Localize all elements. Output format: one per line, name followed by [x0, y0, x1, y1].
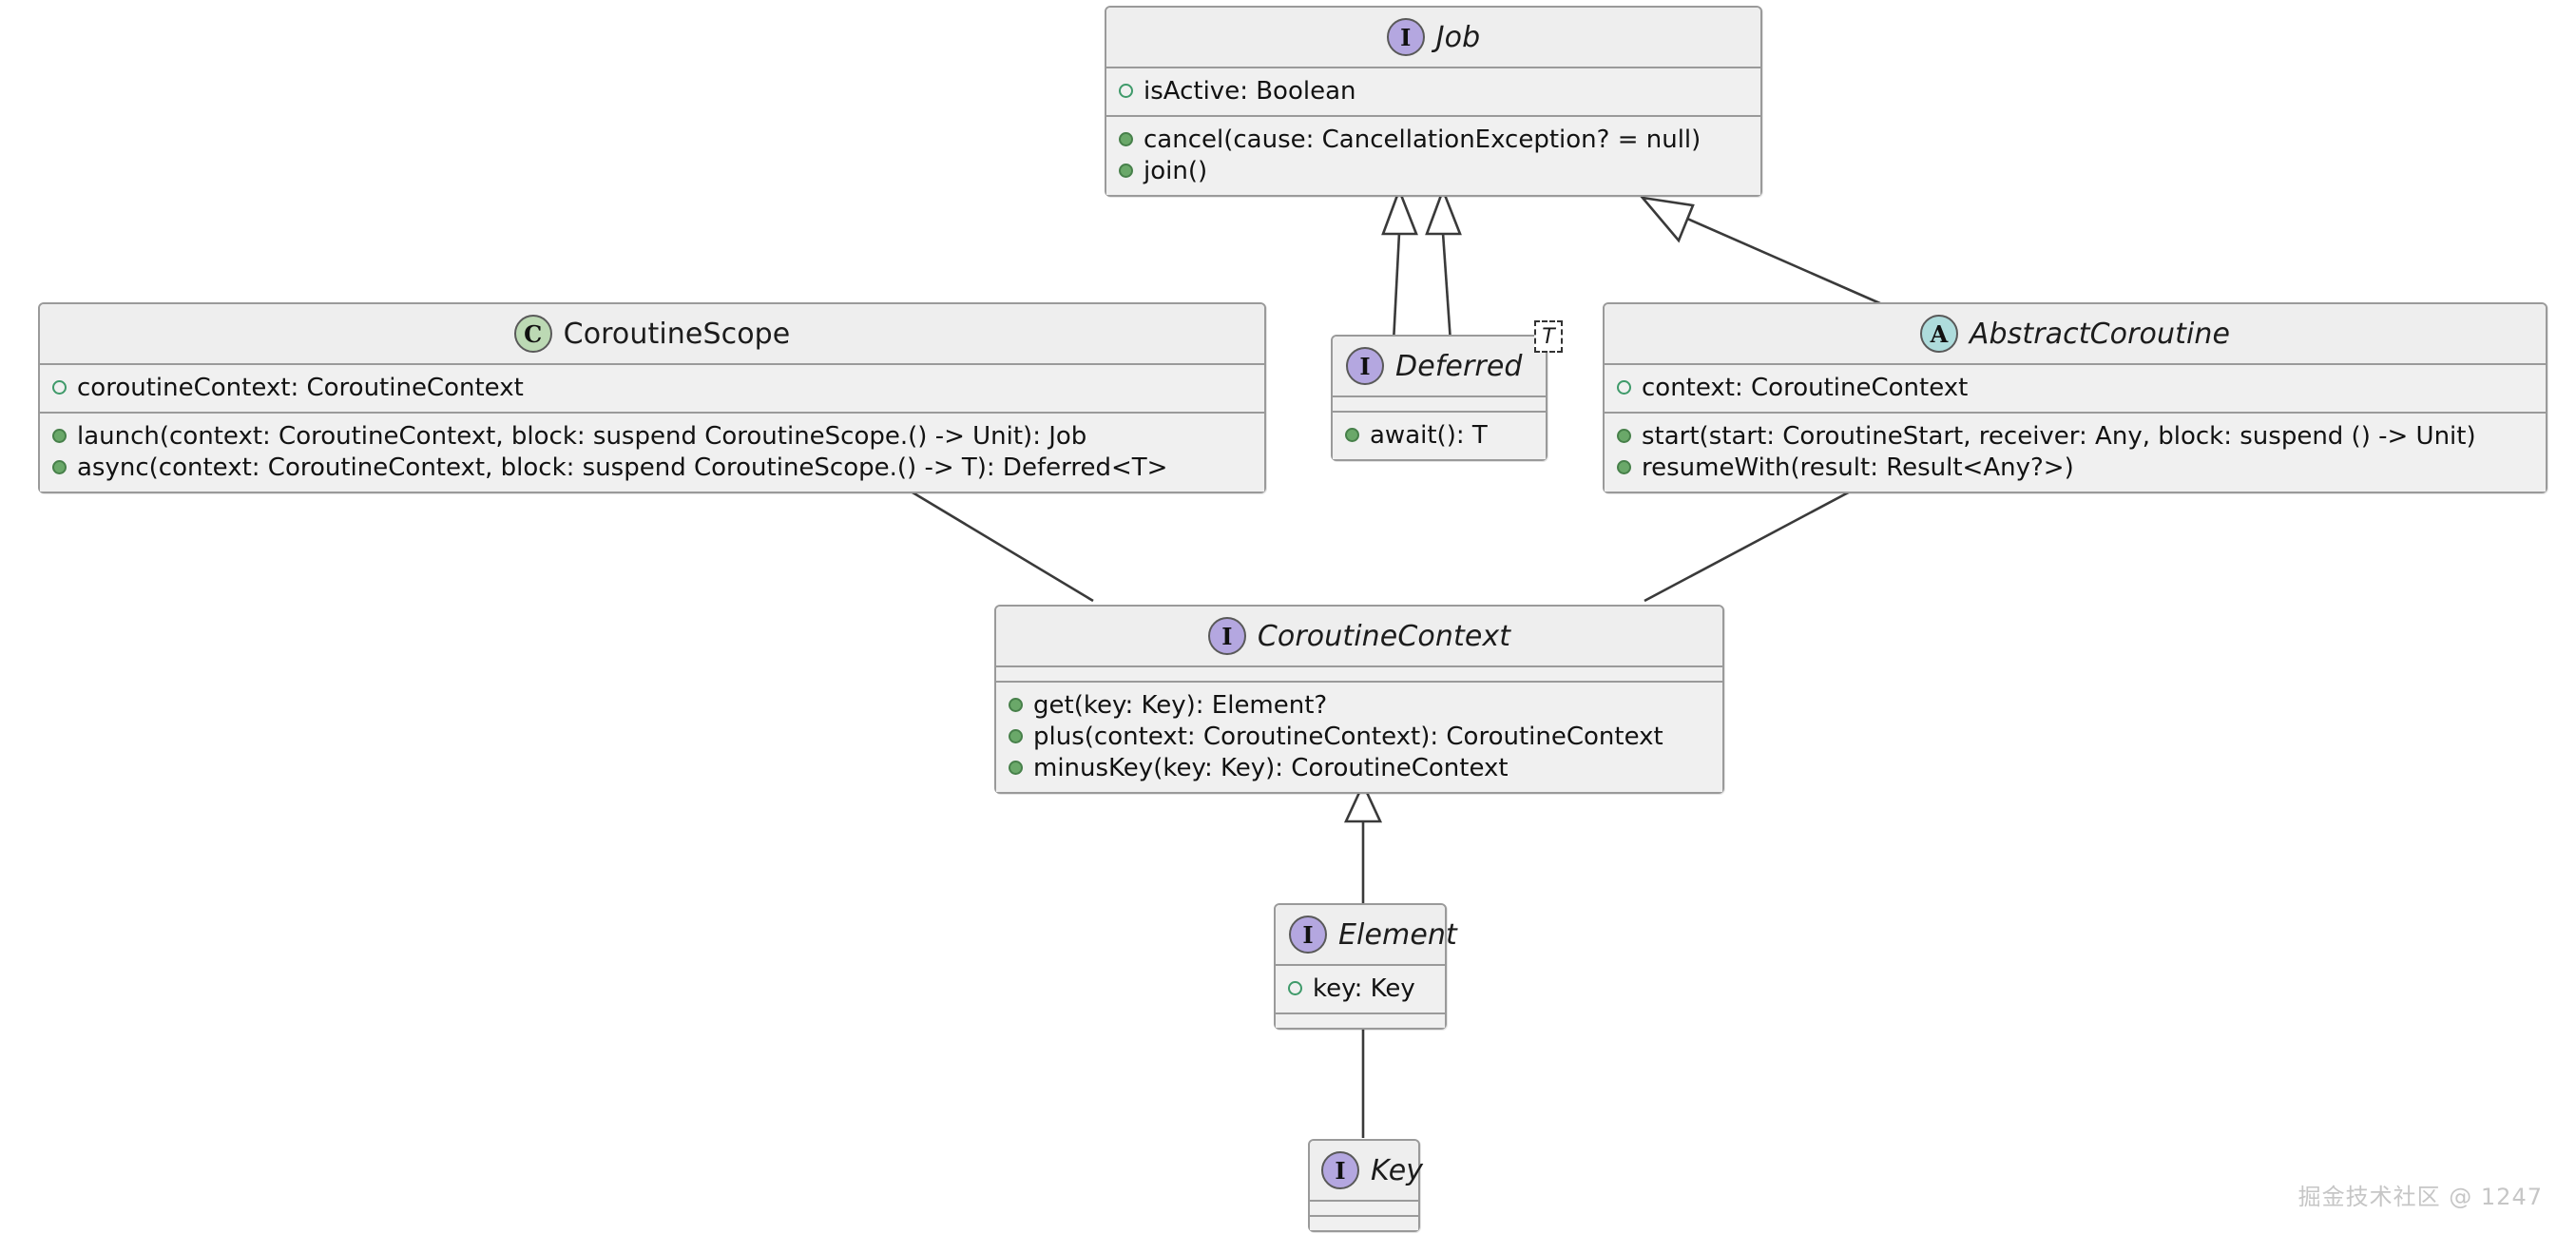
method-marker-icon [52, 460, 67, 474]
field-text: key: Key [1313, 974, 1415, 1003]
method-row: start(start: CoroutineStart, receiver: A… [1605, 420, 2546, 452]
arrowhead-abstractcoroutine-job [1639, 196, 1695, 243]
method-text: minusKey(key: Key): CoroutineContext [1033, 753, 1509, 782]
class-icon: C [513, 315, 552, 353]
class-box-coroutinecontext[interactable]: I CoroutineContext get(key: Key): Elemen… [994, 605, 1724, 794]
watermark: 掘金技术社区 @ 1247 [2297, 1184, 2543, 1210]
link-deferred-job-b [1441, 232, 1452, 343]
fields-compartment-key [1310, 1200, 1418, 1215]
method-text: launch(context: CoroutineContext, block:… [77, 421, 1087, 451]
method-text: await(): T [1370, 420, 1488, 450]
method-marker-icon [1617, 429, 1631, 443]
method-row: plus(context: CoroutineContext): Corouti… [996, 721, 1722, 752]
method-marker-icon [1119, 132, 1133, 146]
fields-compartment-element: key: Key [1276, 964, 1445, 1012]
method-marker-icon [1119, 164, 1133, 178]
interface-icon: I [1386, 18, 1425, 56]
methods-compartment-coroutinecontext: get(key: Key): Element? plus(context: Co… [996, 681, 1722, 792]
method-row: minusKey(key: Key): CoroutineContext [996, 752, 1722, 783]
fields-compartment-coroutinescope: coroutineContext: CoroutineContext [40, 363, 1264, 412]
method-text: start(start: CoroutineStart, receiver: A… [1642, 421, 2476, 451]
field-marker-icon [1288, 981, 1302, 995]
field-row: context: CoroutineContext [1605, 372, 2546, 403]
interface-icon: I [1321, 1151, 1359, 1189]
class-title-deferred: I Deferred [1333, 337, 1546, 395]
generic-type-parameter-badge: T [1534, 320, 1563, 353]
fields-compartment-deferred [1333, 395, 1546, 411]
class-box-deferred[interactable]: T I Deferred await(): T [1331, 320, 1563, 461]
method-marker-icon [52, 429, 67, 443]
class-title-key: I Key [1310, 1141, 1423, 1200]
class-name-deferred: Deferred [1395, 349, 1523, 383]
method-row: await(): T [1333, 419, 1546, 451]
method-text: async(context: CoroutineContext, block: … [77, 453, 1168, 482]
methods-compartment-key [1310, 1215, 1418, 1230]
interface-icon: I [1207, 617, 1246, 655]
link-abstractcoroutine-job [1678, 213, 1883, 306]
interface-icon: I [1346, 347, 1384, 385]
methods-compartment-abstractcoroutine: start(start: CoroutineStart, receiver: A… [1605, 412, 2546, 492]
class-box-element[interactable]: I Element key: Key [1274, 903, 1457, 1030]
class-name-job: Job [1435, 20, 1481, 54]
method-row: async(context: CoroutineContext, block: … [40, 452, 1264, 483]
class-name-key: Key [1371, 1153, 1424, 1187]
method-row: launch(context: CoroutineContext, block:… [40, 420, 1264, 452]
field-marker-icon [1617, 380, 1631, 395]
class-title-coroutinescope: C CoroutineScope [40, 304, 1264, 363]
class-box-job[interactable]: I Job isActive: Boolean cancel(cause: Ca… [1105, 6, 1762, 197]
class-title-abstractcoroutine: A AbstractCoroutine [1605, 304, 2546, 363]
fields-compartment-job: isActive: Boolean [1106, 67, 1760, 115]
class-title-element: I Element [1276, 905, 1457, 964]
method-text: cancel(cause: CancellationException? = n… [1144, 125, 1701, 154]
method-text: plus(context: CoroutineContext): Corouti… [1033, 722, 1663, 751]
class-box-coroutinescope[interactable]: C CoroutineScope coroutineContext: Corou… [38, 302, 1266, 493]
class-box-abstractcoroutine[interactable]: A AbstractCoroutine context: CoroutineCo… [1603, 302, 2547, 493]
method-marker-icon [1009, 698, 1023, 712]
abstract-class-icon: A [1919, 315, 1958, 353]
interface-icon: I [1289, 916, 1327, 954]
class-title-coroutinecontext: I CoroutineContext [996, 607, 1722, 665]
method-row: resumeWith(result: Result<Any?>) [1605, 452, 2546, 483]
method-row: get(key: Key): Element? [996, 689, 1722, 721]
methods-compartment-deferred: await(): T [1333, 411, 1546, 459]
method-marker-icon [1345, 428, 1359, 442]
method-marker-icon [1009, 729, 1023, 743]
field-marker-icon [1119, 84, 1133, 98]
field-row: coroutineContext: CoroutineContext [40, 372, 1264, 403]
class-title-job: I Job [1106, 8, 1760, 67]
method-row: cancel(cause: CancellationException? = n… [1106, 124, 1760, 155]
fields-compartment-abstractcoroutine: context: CoroutineContext [1605, 363, 2546, 412]
method-text: join() [1144, 156, 1208, 185]
field-row: isActive: Boolean [1106, 75, 1760, 106]
link-deferred-job-a [1392, 232, 1401, 343]
method-text: get(key: Key): Element? [1033, 690, 1328, 720]
class-name-coroutinescope: CoroutineScope [563, 317, 791, 351]
method-marker-icon [1617, 460, 1631, 474]
class-name-abstractcoroutine: AbstractCoroutine [1969, 317, 2231, 351]
method-text: resumeWith(result: Result<Any?>) [1642, 453, 2074, 482]
class-name-coroutinecontext: CoroutineContext [1257, 619, 1511, 653]
field-text: coroutineContext: CoroutineContext [77, 373, 524, 402]
class-box-key[interactable]: I Key [1308, 1139, 1423, 1232]
fields-compartment-coroutinecontext [996, 665, 1722, 681]
methods-compartment-coroutinescope: launch(context: CoroutineContext, block:… [40, 412, 1264, 492]
field-marker-icon [52, 380, 67, 395]
field-text: context: CoroutineContext [1642, 373, 1969, 402]
class-name-element: Element [1338, 917, 1457, 952]
method-marker-icon [1009, 761, 1023, 775]
methods-compartment-element [1276, 1012, 1445, 1028]
method-row: join() [1106, 155, 1760, 186]
field-text: isActive: Boolean [1144, 76, 1356, 106]
methods-compartment-job: cancel(cause: CancellationException? = n… [1106, 115, 1760, 195]
field-row: key: Key [1276, 973, 1445, 1004]
